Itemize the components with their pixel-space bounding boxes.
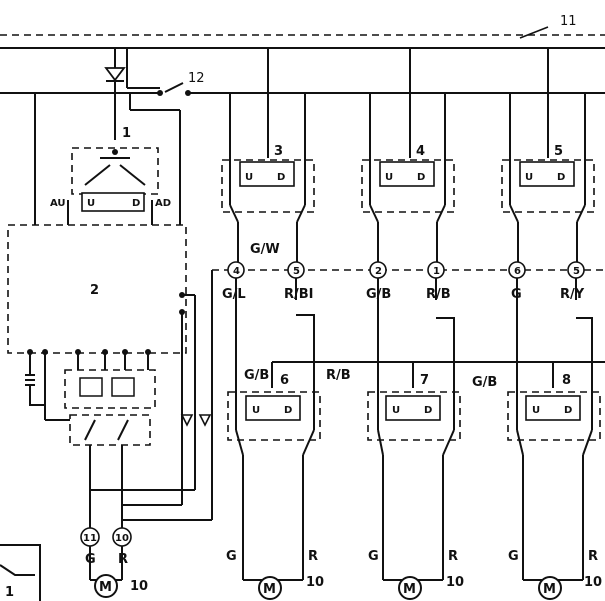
motor2-g: G xyxy=(368,549,379,564)
label-rb-6: R/B xyxy=(326,368,351,383)
motor3-r: R xyxy=(588,549,598,564)
switch-group-lower xyxy=(227,380,601,581)
diode-icon xyxy=(180,414,194,427)
motor2-10: 10 xyxy=(446,575,464,590)
label-gb-center: G/B xyxy=(472,375,497,390)
connector-1-label: 1 xyxy=(433,266,440,277)
wire-ry: R/Y xyxy=(560,287,585,302)
motor-icon xyxy=(538,576,562,600)
connector-5-label: 5 xyxy=(293,266,300,277)
switch-1-contacts xyxy=(81,192,145,212)
label-6: 6 xyxy=(280,373,289,388)
label-gw: G/W xyxy=(250,242,280,257)
leader-11 xyxy=(519,26,549,39)
motor1-m: M xyxy=(263,582,276,597)
switch-3-d: D xyxy=(277,172,285,183)
connector-2-label: 2 xyxy=(375,266,382,277)
switch-3-u: U xyxy=(245,172,253,183)
label-ad: AD xyxy=(155,198,171,209)
label-gb-6: G/B xyxy=(244,368,269,383)
connector-5b-label: 5 xyxy=(573,266,580,277)
label-8: 8 xyxy=(562,373,571,388)
motor-icon xyxy=(258,576,282,600)
relay-coils xyxy=(79,377,135,397)
relay-lever xyxy=(84,419,96,441)
motor2-r: R xyxy=(448,549,458,564)
motor3-10: 10 xyxy=(584,575,602,590)
switch-8-u: U xyxy=(532,405,540,416)
node xyxy=(112,149,118,155)
diode-icon xyxy=(198,414,212,427)
connector-4-label: 4 xyxy=(233,266,240,277)
switch-4-u: U xyxy=(385,172,393,183)
switch-12-lever xyxy=(164,82,184,93)
wire-rb: R/B xyxy=(426,287,451,302)
label-u: U xyxy=(87,198,95,209)
connector-10-label: 10 xyxy=(115,533,129,544)
label-11: 11 xyxy=(560,14,577,29)
motor1-10: 10 xyxy=(306,575,324,590)
control-unit-2 xyxy=(7,224,187,354)
relay-box xyxy=(64,369,156,409)
switch-1-lever xyxy=(119,164,146,186)
switch-8-box xyxy=(507,391,601,441)
relay-lever xyxy=(117,419,129,441)
wire-r: R xyxy=(118,552,128,567)
relay-switch-box xyxy=(69,414,151,446)
control-unit-pins xyxy=(27,292,185,355)
switch-6-u: U xyxy=(252,405,260,416)
switch-5-u: U xyxy=(525,172,533,183)
switch-1-lever xyxy=(84,164,111,186)
wire-rbl: R/BI xyxy=(284,287,314,302)
label-2: 2 xyxy=(90,283,99,298)
connector-11-label: 11 xyxy=(83,533,97,544)
label-7: 7 xyxy=(420,373,429,388)
diode-icon xyxy=(104,67,126,82)
motor2-m: M xyxy=(403,582,416,597)
label-4: 4 xyxy=(416,144,425,159)
connector-6-label: 6 xyxy=(514,266,521,277)
label-5: 5 xyxy=(554,144,563,159)
switch-8-d: D xyxy=(564,405,572,416)
motor3-g: G xyxy=(508,549,519,564)
node xyxy=(157,90,163,96)
label-3: 3 xyxy=(274,144,283,159)
motor1-g: G xyxy=(226,549,237,564)
lower-wires xyxy=(235,278,605,388)
motor-icon xyxy=(94,574,118,598)
motor-icon xyxy=(398,576,422,600)
label-au: AU xyxy=(50,198,66,209)
switch-7-box xyxy=(367,391,461,441)
motor-m: M xyxy=(99,580,112,595)
switch-7-u: U xyxy=(392,405,400,416)
label-1: 1 xyxy=(122,126,131,141)
switch-6-d: D xyxy=(284,405,292,416)
label-d: D xyxy=(132,198,140,209)
motor1-r: R xyxy=(308,549,318,564)
motor3-m: M xyxy=(543,582,556,597)
switch-4-d: D xyxy=(417,172,425,183)
label-12: 12 xyxy=(188,71,205,86)
switch-7-d: D xyxy=(424,405,432,416)
resistor xyxy=(25,352,45,406)
switch-6-box xyxy=(227,391,321,441)
corner-label: 1 xyxy=(5,585,14,600)
motor-label-10: 10 xyxy=(130,579,148,594)
corner-part xyxy=(0,544,41,601)
switch-5-d: D xyxy=(557,172,565,183)
wire-gl: G/L xyxy=(222,287,246,302)
switch-group-upper xyxy=(221,93,595,262)
